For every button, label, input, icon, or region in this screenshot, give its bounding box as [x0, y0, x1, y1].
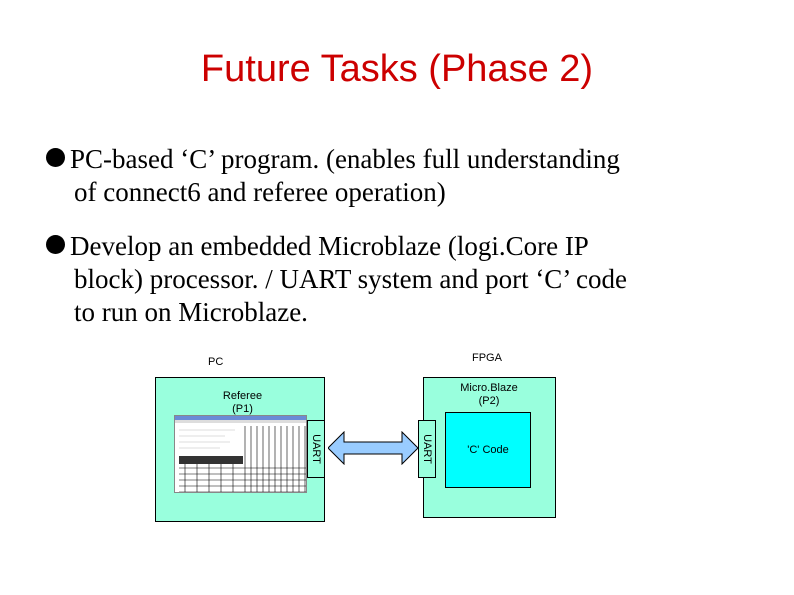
bullet-dot-icon [46, 235, 65, 254]
ccode-box: 'C' Code [445, 412, 531, 488]
uart-pc: UART [307, 420, 325, 478]
bullet-1-line-1: PC-based ‘C’ program. (enables full unde… [46, 143, 766, 176]
bullet-2: Develop an embedded Microblaze (logi.Cor… [46, 230, 766, 329]
bullet-1: PC-based ‘C’ program. (enables full unde… [46, 143, 766, 209]
bidirectional-arrow-icon [328, 431, 418, 465]
referee-label: Referee (P1) [222, 390, 263, 415]
bullet-2-line-1: Develop an embedded Microblaze (logi.Cor… [46, 230, 766, 263]
fpga-label: FPGA [472, 352, 502, 364]
referee-screenshot-thumbnail [174, 415, 307, 493]
bullet-1-line-2: of connect6 and referee operation) [74, 177, 446, 207]
uart-fpga: UART [418, 420, 436, 478]
microblaze-label: Micro.Blaze (P2) [460, 382, 518, 407]
bullet-2-line-2: block) processor. / UART system and port… [74, 264, 628, 294]
referee-grid-image [175, 416, 306, 492]
pc-label: PC [208, 356, 224, 368]
bullet-dot-icon [46, 148, 65, 167]
bullet-2-line-3: to run on Microblaze. [74, 297, 308, 327]
slide-title: Future Tasks (Phase 2) [200, 48, 594, 90]
